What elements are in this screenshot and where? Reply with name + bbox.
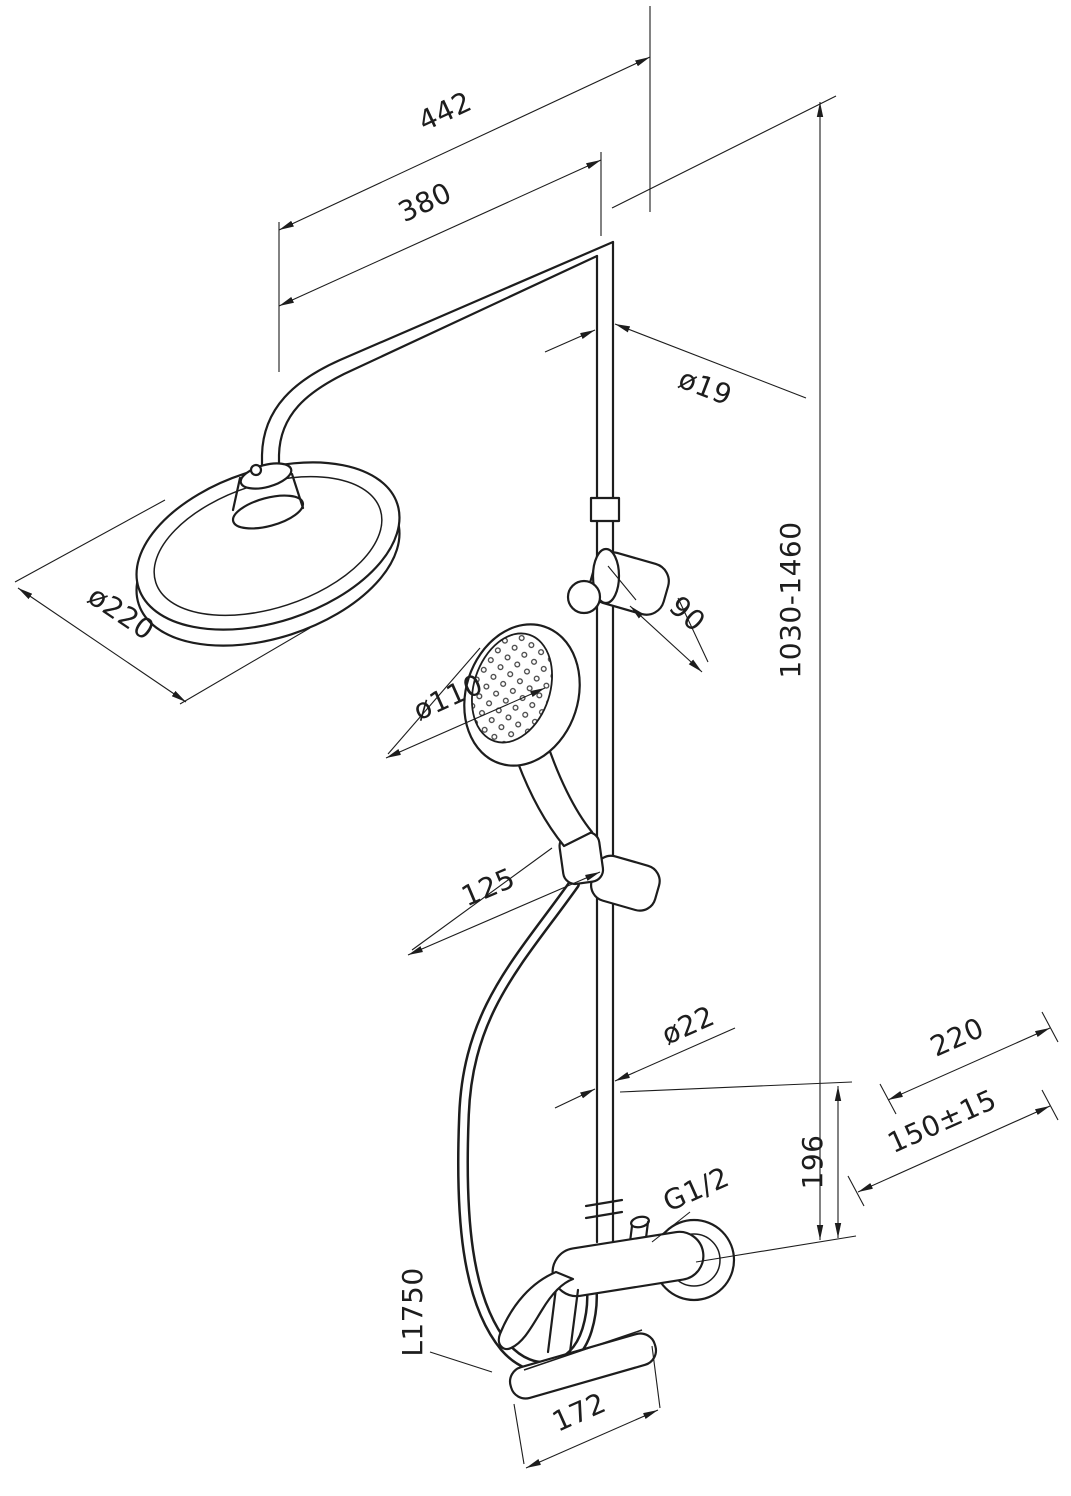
- hand-shower-holder: [558, 830, 661, 912]
- mixer-lever: [497, 1270, 575, 1351]
- dim-label-holder-offset: 125: [457, 861, 520, 913]
- dim-label-mixer-height: 196: [796, 1135, 829, 1190]
- hand-shower-handle: [512, 738, 594, 848]
- dim-label-rail-dia: ø22: [657, 999, 720, 1051]
- spout-blade: [508, 1332, 658, 1400]
- dimension-lines: [17, 56, 1051, 1469]
- spout-neck: [546, 1286, 580, 1354]
- rail-flange: [584, 1198, 624, 1220]
- dim-label-arm-to-rail: 380: [393, 176, 457, 229]
- rain-shower-head: [135, 461, 401, 647]
- shower-column-figure: [135, 240, 736, 1400]
- dim-label-height-range: 1030-1460: [774, 521, 807, 678]
- shower-hose: [456, 878, 599, 1373]
- thread-leader: [651, 1211, 691, 1243]
- upper-wall-bracket: [566, 547, 670, 616]
- dim-label-thread: G1/2: [658, 1160, 734, 1218]
- dim-label-bracket-length: 90: [663, 589, 712, 638]
- dim-label-hose-length: L1750: [396, 1267, 429, 1356]
- hand-shower: [463, 623, 594, 848]
- bracket-clamp: [591, 547, 621, 605]
- bracket-knob: [566, 579, 602, 615]
- dim-label-spout-reach: 172: [547, 1386, 611, 1438]
- hub-detail: [249, 463, 263, 477]
- dim-label-top-pipe-dia: ø19: [674, 362, 736, 412]
- bath-mixer: [497, 1198, 736, 1400]
- dim-label-arm-total: 442: [413, 85, 477, 138]
- overhead-arm: [260, 240, 615, 476]
- shower-rail: [589, 240, 621, 1244]
- rail-coupling: [589, 496, 621, 523]
- hose-leader: [429, 1351, 493, 1373]
- head-hub-base: [231, 494, 305, 530]
- dim-label-wall-offset: 220: [925, 1011, 989, 1063]
